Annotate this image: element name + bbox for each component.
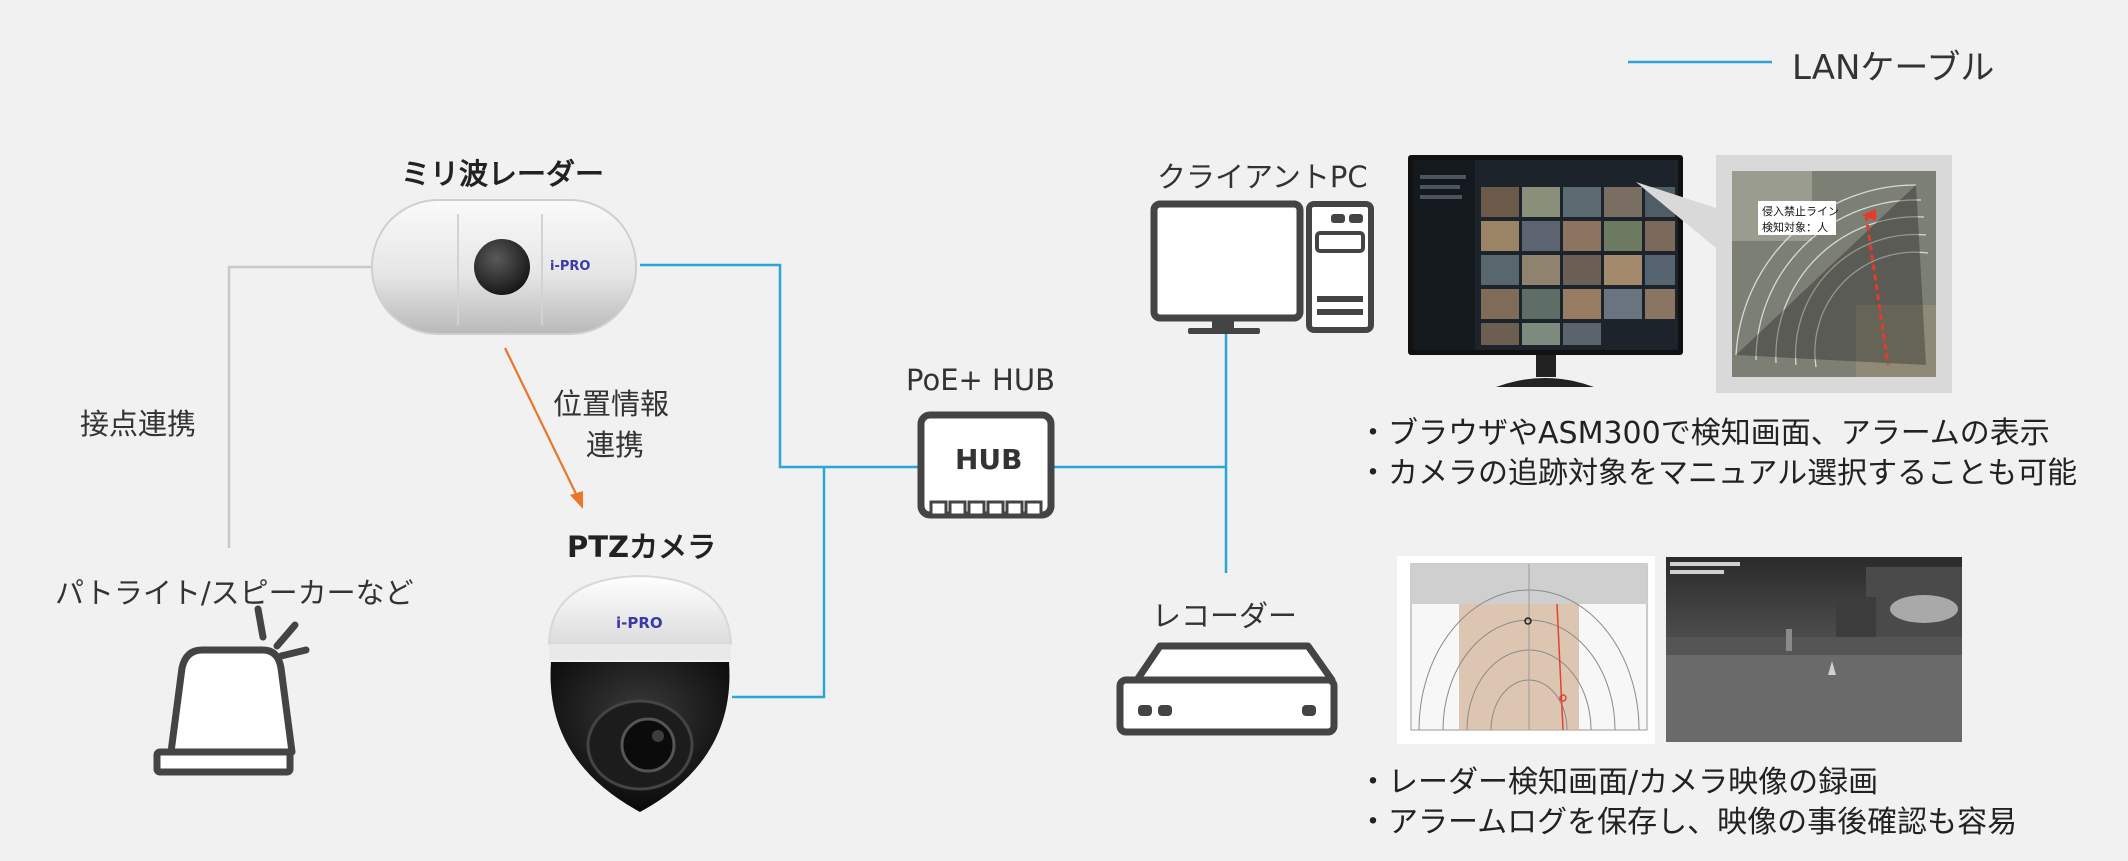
ptz-brand: i-PRO	[616, 614, 663, 632]
legend-label: LANケーブル	[1792, 48, 1995, 88]
lan-radar-to-hub	[640, 263, 918, 469]
radar-overlay-line1: 侵入禁止ライン	[1762, 205, 1839, 218]
hub-icon	[917, 411, 1055, 519]
recorder-feature-list: ・レーダー検知画面/カメラ映像の録画 ・アラームログを保存し、映像の事後確認も容…	[1358, 763, 2017, 843]
client-feature-list: ・ブラウザやASM300で検知画面、アラームの表示 ・カメラの追跡対象をマニュア…	[1358, 414, 2077, 494]
recorder-icon	[1116, 642, 1338, 736]
radar-brand: i-PRO	[550, 259, 591, 274]
contact-link-label: 接点連携	[80, 407, 197, 441]
radar-detection-screenshot: 侵入禁止ライン 検知対象：人	[1716, 155, 1952, 393]
client-feature-2: ・カメラの追跡対象をマニュアル選択することも可能	[1358, 456, 2078, 491]
hub-box-label: HUB	[955, 443, 1023, 476]
recorder-feature-1: ・レーダー検知画面/カメラ映像の録画	[1358, 765, 1879, 800]
client-feature-1: ・ブラウザやASM300で検知画面、アラームの表示	[1358, 416, 2050, 451]
position-link-label-2: 連携	[586, 428, 645, 462]
client-title: クライアントPC	[1157, 160, 1368, 194]
hub-title: PoE+ HUB	[906, 363, 1055, 397]
client-monitor-screenshot	[1408, 155, 1683, 393]
patlite-title: パトライト/スピーカーなど	[55, 576, 414, 610]
recorder-radar-plot-screenshot	[1397, 556, 1655, 744]
recorder-title: レコーダー	[1152, 599, 1298, 633]
lan-hub-to-client	[1052, 332, 1228, 469]
radar-title: ミリ波レーダー	[401, 157, 605, 191]
position-link-arrow	[504, 347, 583, 509]
ptz-camera-icon	[547, 574, 733, 812]
ptz-title: PTZカメラ	[567, 530, 717, 564]
radar-overlay-line2: 検知対象：人	[1762, 221, 1828, 234]
lan-ptz-to-hub	[732, 467, 826, 699]
radar-device-icon	[371, 199, 637, 335]
recorder-camera-screenshot	[1666, 557, 1962, 742]
contact-link-line	[227, 265, 373, 548]
patlite-icon	[153, 605, 310, 776]
lan-cables	[640, 263, 1228, 699]
client-pc-icon	[1150, 200, 1374, 334]
position-link-label-1: 位置情報	[553, 387, 670, 421]
recorder-feature-2: ・アラームログを保存し、映像の事後確認も容易	[1358, 805, 2018, 840]
